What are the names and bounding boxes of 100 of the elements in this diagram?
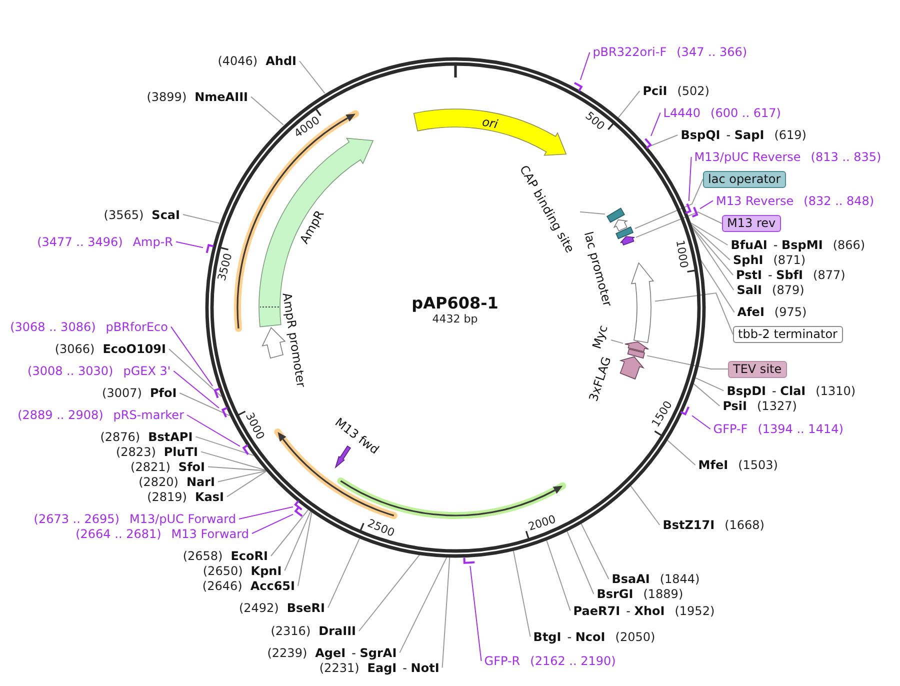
enzyme-name: PfoI: [150, 385, 177, 401]
leader-line: [238, 506, 294, 520]
primer-name: M13/pUC Forward: [129, 511, 236, 527]
directional-feature: [612, 218, 629, 233]
primer-name: pBR322ori-F: [592, 44, 667, 60]
enzyme-name: DraIII: [318, 623, 356, 639]
leader-line: [691, 226, 734, 276]
cut-site-position: (1844): [660, 571, 700, 587]
leader-line: [692, 226, 734, 290]
primer-position: (2162 .. 2190): [530, 653, 616, 669]
leader-line: [176, 241, 204, 248]
primer-name: GFP-R: [484, 653, 520, 669]
cut-site-position: (975): [774, 304, 807, 320]
enzyme-name: - NcoI: [567, 628, 606, 645]
enzyme-name: PluTI: [164, 444, 198, 460]
cut-site-position: (1952): [674, 602, 715, 619]
enzyme-name: Acc65I: [250, 578, 295, 594]
primer-position: (2673 .. 2695): [34, 511, 120, 527]
cut-site-position: (2658): [182, 548, 223, 564]
primer-site-mark: [462, 555, 477, 566]
cut-site-position: (1327): [757, 398, 797, 414]
primer-site-mark: [572, 80, 584, 94]
cut-site-position: (2050): [615, 628, 656, 645]
cut-site-position: (2876): [100, 428, 140, 445]
leader-line: [173, 370, 220, 408]
feature-tag: lac operator: [703, 170, 786, 188]
directional-feature: [334, 444, 353, 469]
cut-site-position: (502): [677, 83, 710, 99]
feature-label: ori: [481, 114, 499, 132]
leader-line: [634, 178, 704, 229]
enzyme-name: BstZ17I: [662, 517, 715, 533]
primer-site-mark: [219, 405, 230, 420]
primer-position: (2664 .. 2681): [76, 526, 162, 542]
enzyme-name: BstAPI: [148, 428, 193, 445]
enzyme-name: EagI: [367, 660, 397, 676]
enzyme-name: - NotI: [402, 660, 440, 676]
cut-site-position: (2231): [319, 660, 360, 676]
enzyme-name: AfeI: [737, 304, 764, 320]
leader-line: [618, 90, 640, 118]
cut-site-position: (2820): [138, 474, 178, 490]
primer-site-mark: [683, 201, 694, 215]
enzyme-name: KasI: [194, 488, 224, 505]
leader-line: [442, 556, 450, 668]
leader-line: [284, 510, 312, 572]
enzyme-name: SalI: [736, 282, 762, 298]
cut-site-position: (1668): [724, 517, 764, 533]
leader-line: [654, 292, 734, 335]
cut-site-position: (2646): [202, 578, 242, 594]
cut-site-position: (879): [772, 282, 804, 298]
enzyme-name: PciI: [642, 83, 668, 99]
enzyme-name: - XhoI: [626, 602, 665, 619]
primer-name: GFP-F: [713, 421, 748, 437]
enzyme-name: PsiI: [722, 398, 747, 414]
cut-site-position: (871): [773, 252, 806, 268]
primer-name: pBRforEco: [106, 318, 168, 335]
cut-site-position: (2823): [116, 444, 156, 460]
enzyme-name: - SgrAI: [352, 644, 397, 661]
directional-feature: [412, 107, 568, 157]
primer-site-mark: [293, 498, 305, 513]
enzyme-name: BseRI: [286, 600, 325, 616]
leader-line: [512, 550, 531, 638]
primer-position: (600 .. 617): [710, 104, 781, 121]
feature-tag: TEV site: [728, 360, 787, 378]
feature-block: [605, 206, 626, 224]
leader-line: [546, 539, 571, 612]
cut-site-position: (877): [813, 267, 846, 283]
enzyme-name: BsrGI: [596, 586, 634, 602]
leader-line: [580, 522, 610, 580]
leader-line: [328, 538, 360, 608]
leader-line: [636, 211, 722, 238]
leader-line: [200, 451, 266, 471]
leader-line: [299, 60, 326, 94]
enzyme-name: BfuAI: [730, 237, 768, 253]
primer-position: (2889 .. 2908): [18, 407, 104, 423]
cut-site-position: (3007): [102, 385, 142, 401]
plasmid-name: pAP608-1: [412, 294, 498, 312]
primer-site-mark: [240, 442, 251, 457]
leader-line: [250, 96, 284, 126]
scale-number: 2500: [365, 516, 396, 540]
cut-site-position: (1503): [738, 457, 778, 473]
leader-line: [270, 509, 309, 556]
leader-line: [399, 556, 448, 654]
primer-position: (3008 .. 3030): [28, 363, 114, 379]
directional-feature: [629, 261, 655, 345]
enzyme-name: AgeI: [315, 644, 346, 661]
enzyme-name: BsaAI: [612, 571, 650, 587]
primer-position: (1394 .. 1414): [758, 421, 844, 437]
leader-line: [666, 439, 696, 466]
cut-site-position: (1889): [643, 586, 684, 602]
feature-block: [614, 225, 635, 241]
leader-line: [168, 348, 222, 397]
enzyme-name: EcoO109I: [102, 341, 166, 357]
feature-label: Myc: [590, 323, 610, 351]
directional-feature: [618, 235, 636, 247]
cut-site-position: (2316): [270, 623, 311, 639]
leader-line: [470, 566, 482, 662]
enzyme-name: KpnI: [250, 562, 282, 579]
enzyme-name: SphI: [733, 252, 764, 268]
enzyme-name: - BspMI: [773, 237, 823, 253]
primer-position: (3477 .. 3496): [37, 234, 123, 250]
